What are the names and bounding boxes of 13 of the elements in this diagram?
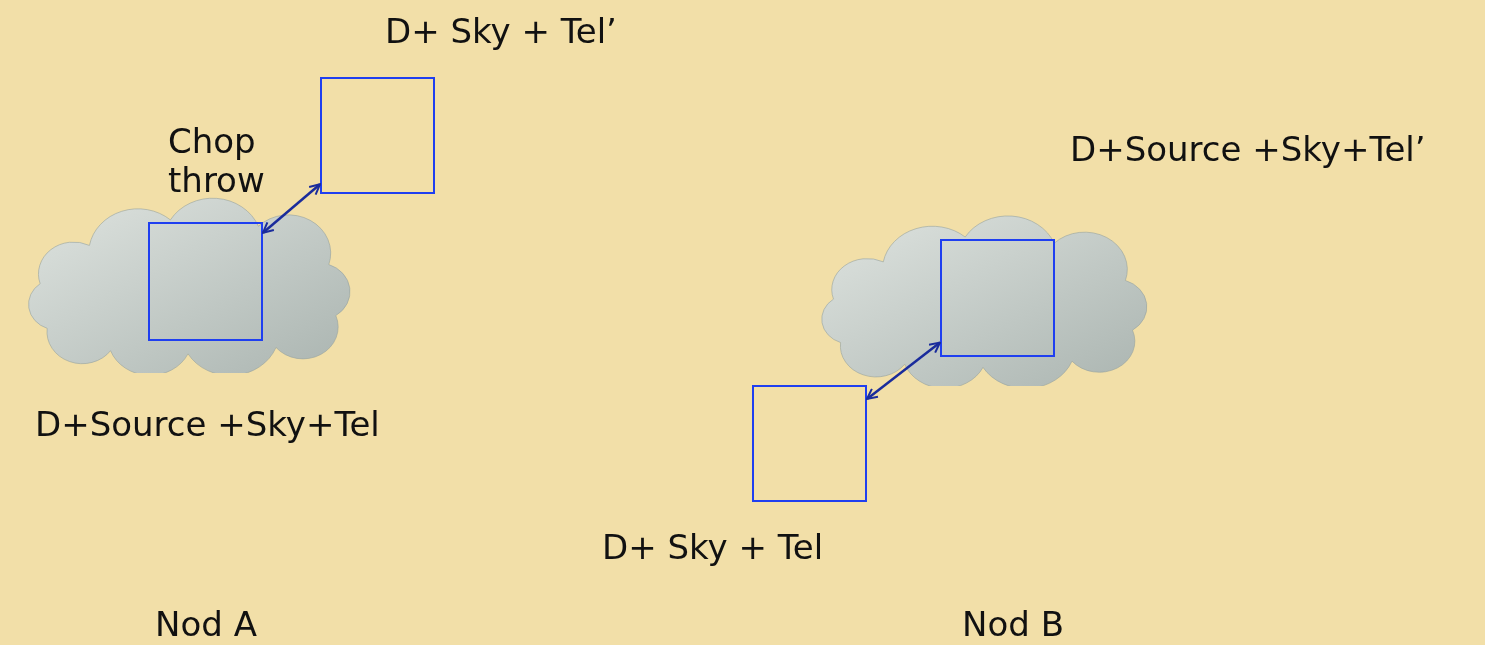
beam-label: D+Source +Sky+Tel’ — [1070, 130, 1426, 170]
beam-square — [148, 222, 263, 341]
beam-square — [320, 77, 435, 194]
beam-square — [752, 385, 867, 502]
beam-label: D+ Sky + Tel’ — [385, 12, 617, 52]
nod-label: Nod B — [962, 605, 1064, 645]
double-arrow — [866, 341, 941, 400]
edge-label: Chop throw — [168, 122, 266, 201]
beam-square — [940, 239, 1055, 357]
double-arrow — [262, 183, 321, 234]
beam-label: D+Source +Sky+Tel — [35, 405, 380, 445]
nod-label: Nod A — [155, 605, 257, 645]
beam-label: D+ Sky + Tel — [602, 528, 824, 568]
